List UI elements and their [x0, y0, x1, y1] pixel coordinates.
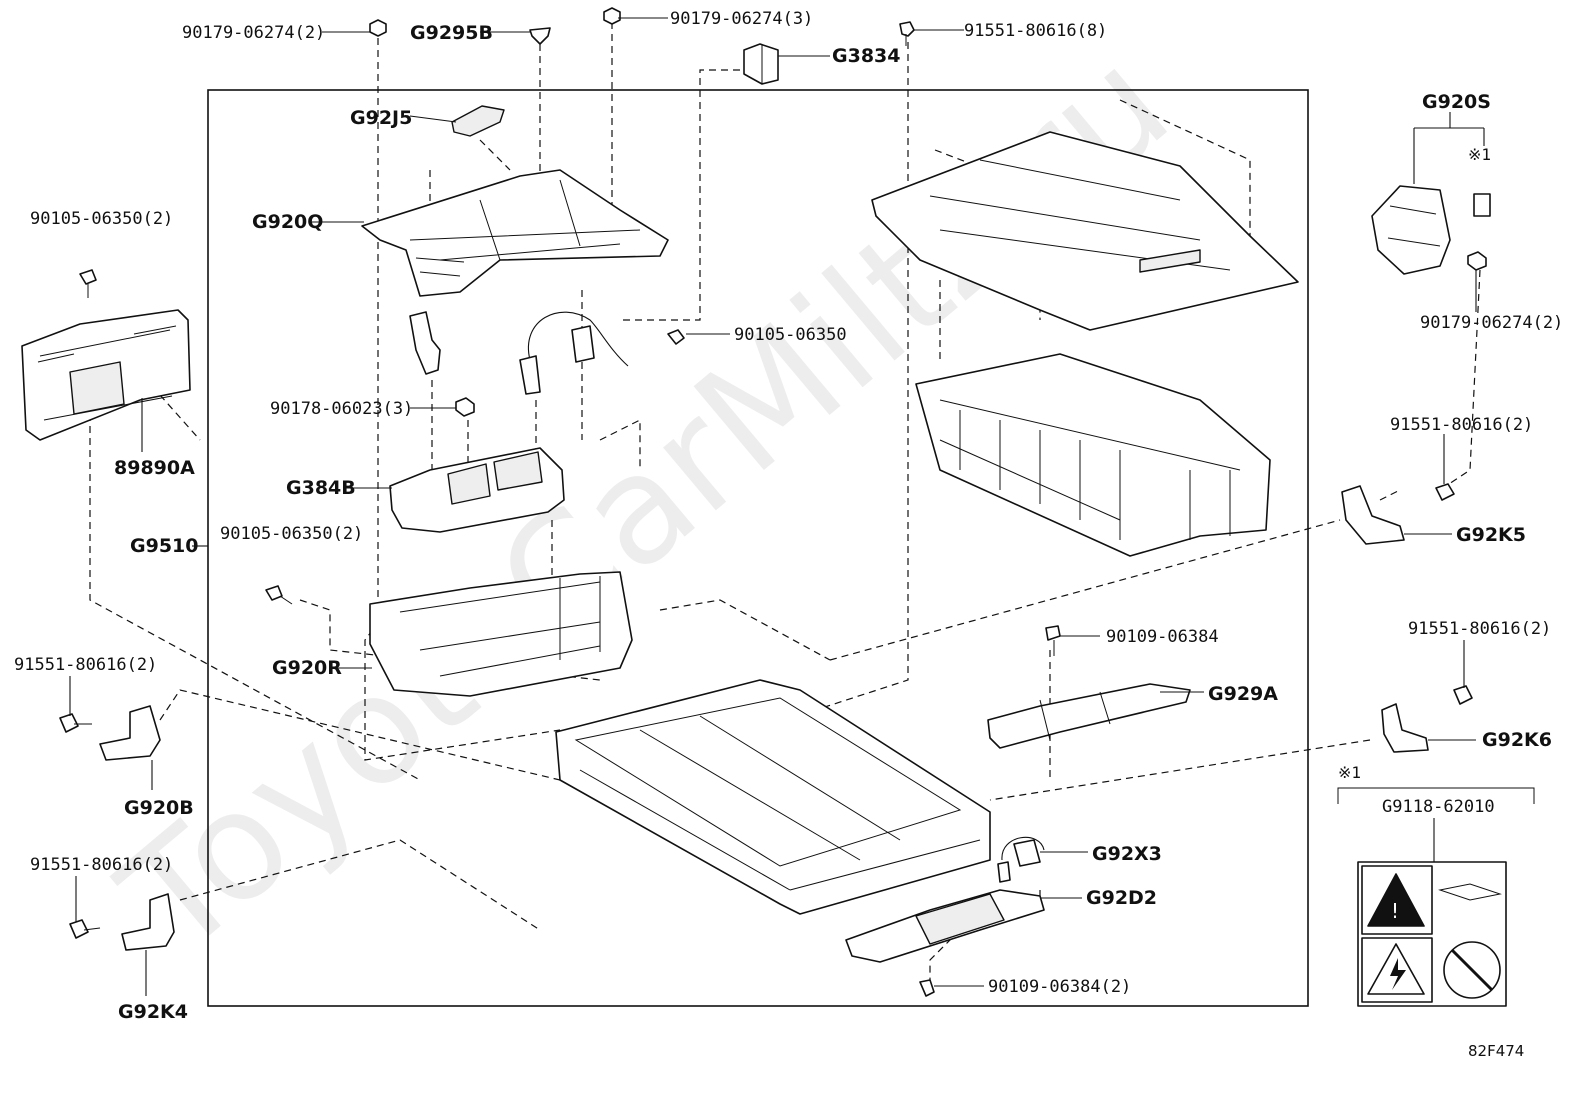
- note-mark-g920s: ※1: [1468, 145, 1491, 164]
- bracket-g92k6: [1381, 703, 1429, 753]
- label-g92k6: G92K6: [1482, 729, 1552, 751]
- part-labels: 90179-06274(2) G9295B 90179-06274(3) 915…: [14, 9, 1563, 1060]
- sensor-g92x3: [997, 836, 1045, 883]
- bolt-90109-bottom: [919, 979, 935, 997]
- label-91551-80616-2-left: 91551-80616(2): [14, 655, 157, 675]
- label-g9118-62010: G9118-62010: [1382, 797, 1495, 817]
- label-small-g920s: [1473, 193, 1491, 217]
- label-g9510: G9510: [130, 535, 198, 557]
- label-91551-80616-2-r1: 91551-80616(2): [1390, 415, 1533, 435]
- bolt-90109-top: [1045, 625, 1061, 656]
- bolt-91551-right-2: [1453, 685, 1473, 705]
- label-g920b: G920B: [124, 797, 194, 819]
- junction-g384b: [389, 447, 565, 533]
- nut-90179-top-mid: [603, 7, 621, 25]
- svg-text:!: !: [1391, 899, 1399, 923]
- caution-label-g9118: !: [1337, 787, 1535, 1007]
- note-mark-caution: ※1: [1338, 763, 1361, 782]
- label-g92k5: G92K5: [1456, 524, 1526, 546]
- label-g92j5: G92J5: [350, 107, 412, 129]
- bracket-g92k4: [121, 893, 175, 951]
- label-g920r: G920R: [272, 657, 342, 679]
- leader-lines: [69, 17, 1485, 996]
- nut-90178: [455, 397, 475, 417]
- label-g9295b: G9295B: [410, 22, 493, 44]
- battery-pan: [555, 679, 991, 915]
- bolt-91551-top: [899, 21, 915, 46]
- bolt-90105-mid-left: [265, 585, 293, 605]
- battery-modules: [915, 353, 1271, 557]
- label-91551-80616-8: 91551-80616(8): [964, 21, 1107, 41]
- bracket-g929a: [987, 683, 1191, 749]
- label-90105-06350-mid: 90105-06350: [734, 325, 847, 345]
- harness-right: [519, 311, 629, 395]
- label-90105-06350-2-left: 90105-06350(2): [30, 209, 173, 229]
- bolt-91551-lower-left: [69, 919, 101, 939]
- label-91551-80616-2-r2: 91551-80616(2): [1408, 619, 1551, 639]
- tray-g920r: [369, 571, 633, 697]
- label-90109-06384: 90109-06384: [1106, 627, 1219, 647]
- cover-g920q: [361, 169, 669, 297]
- label-g920s: G920S: [1422, 91, 1491, 113]
- bolt-90105-mid: [667, 329, 685, 345]
- cover-g920s: [1371, 185, 1451, 275]
- nut-90179-right: [1467, 251, 1487, 271]
- label-90179-06274-2-right: 90179-06274(2): [1420, 313, 1563, 333]
- label-g920q: G920Q: [252, 211, 323, 233]
- pad-g92j5: [451, 105, 505, 137]
- ecu-89890a: [21, 309, 191, 441]
- harness-left: [409, 311, 441, 375]
- bracket-g3834: [743, 43, 779, 85]
- label-90105-06350-2-mid: 90105-06350(2): [220, 524, 363, 544]
- label-g92x3: G92X3: [1092, 843, 1162, 865]
- duct-g92d2: [845, 889, 1045, 963]
- label-91551-80616-2-lower: 91551-80616(2): [30, 855, 173, 875]
- label-90178-06023-3: 90178-06023(3): [270, 399, 413, 419]
- label-g929a: G929A: [1208, 683, 1278, 705]
- bolt-90105-left-top: [79, 269, 97, 298]
- label-g92d2: G92D2: [1086, 887, 1157, 909]
- label-g384b: G384B: [286, 477, 356, 499]
- label-90109-06384-2: 90109-06384(2): [988, 977, 1131, 997]
- bracket-g92k5: [1341, 485, 1405, 545]
- bolt-91551-left: [59, 713, 92, 733]
- bolt-91551-right-1: [1435, 483, 1455, 501]
- drawing-code: 82F474: [1468, 1042, 1524, 1060]
- label-90179-06274-3: 90179-06274(3): [670, 9, 813, 29]
- label-90179-06274-2-top: 90179-06274(2): [182, 23, 325, 43]
- battery-cover-top: [871, 131, 1299, 331]
- assembly-frame: [207, 89, 1309, 1007]
- clip-g9295b: [529, 27, 551, 45]
- bracket-g920b: [99, 705, 161, 761]
- label-g3834: G3834: [832, 45, 900, 67]
- nut-90179-top-left: [369, 19, 387, 37]
- label-89890a: 89890A: [114, 457, 195, 479]
- label-g92k4: G92K4: [118, 1001, 188, 1023]
